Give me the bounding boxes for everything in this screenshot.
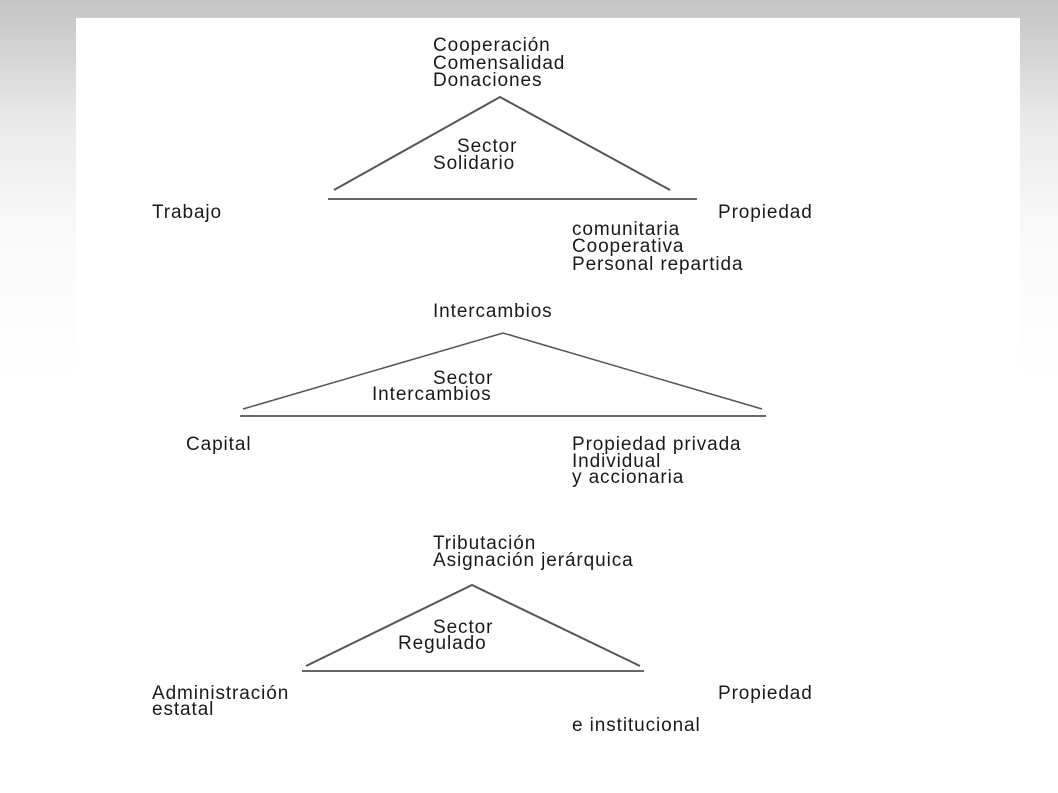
regulado-right-label: e institucional — [572, 715, 701, 736]
triangle-intercambios-sides — [242, 332, 763, 410]
regulado-top-label: Tributación — [433, 533, 537, 554]
regulado-right-label: Propiedad — [718, 683, 813, 704]
regulado-center-label: Sector — [433, 617, 494, 638]
solidario-center-label: Solidario — [433, 153, 516, 174]
intercambios-right-label: Propiedad privada — [572, 434, 742, 455]
intercambios-center-label: Sector — [433, 368, 494, 389]
solidario-left-label: Trabajo — [152, 202, 223, 223]
solidario-top-label: Donaciones — [433, 70, 543, 91]
solidario-top-label: Cooperación — [433, 35, 551, 56]
triangle-solidario-sides — [333, 95, 671, 191]
intercambios-right-label: y accionaria — [572, 467, 685, 488]
solidario-right-label: Propiedad — [718, 202, 813, 223]
triangle-regulado-sides — [305, 583, 641, 667]
intercambios-left-label: Capital — [186, 434, 252, 455]
regulado-left-label: estatal — [152, 699, 215, 720]
regulado-top-label: Asignación jerárquica — [433, 550, 634, 571]
solidario-right-label: comunitaria — [572, 219, 681, 240]
slide-background — [76, 18, 1020, 793]
triangle-intercambios — [240, 332, 766, 417]
intercambios-center-label: Intercambios — [372, 384, 492, 405]
triangle-solidario — [328, 95, 697, 200]
solidario-top-label: Comensalidad — [433, 53, 566, 74]
triangle-regulado — [302, 583, 644, 672]
solidario-right-label: Personal repartida — [572, 254, 744, 275]
intercambios-top-label: Intercambios — [433, 301, 553, 322]
solidario-center-label: Sector — [457, 136, 518, 157]
solidario-right-label: Cooperativa — [572, 236, 685, 257]
regulado-left-label: Administración — [152, 683, 290, 704]
regulado-center-label: Regulado — [398, 633, 487, 654]
intercambios-right-label: Individual — [572, 451, 662, 472]
